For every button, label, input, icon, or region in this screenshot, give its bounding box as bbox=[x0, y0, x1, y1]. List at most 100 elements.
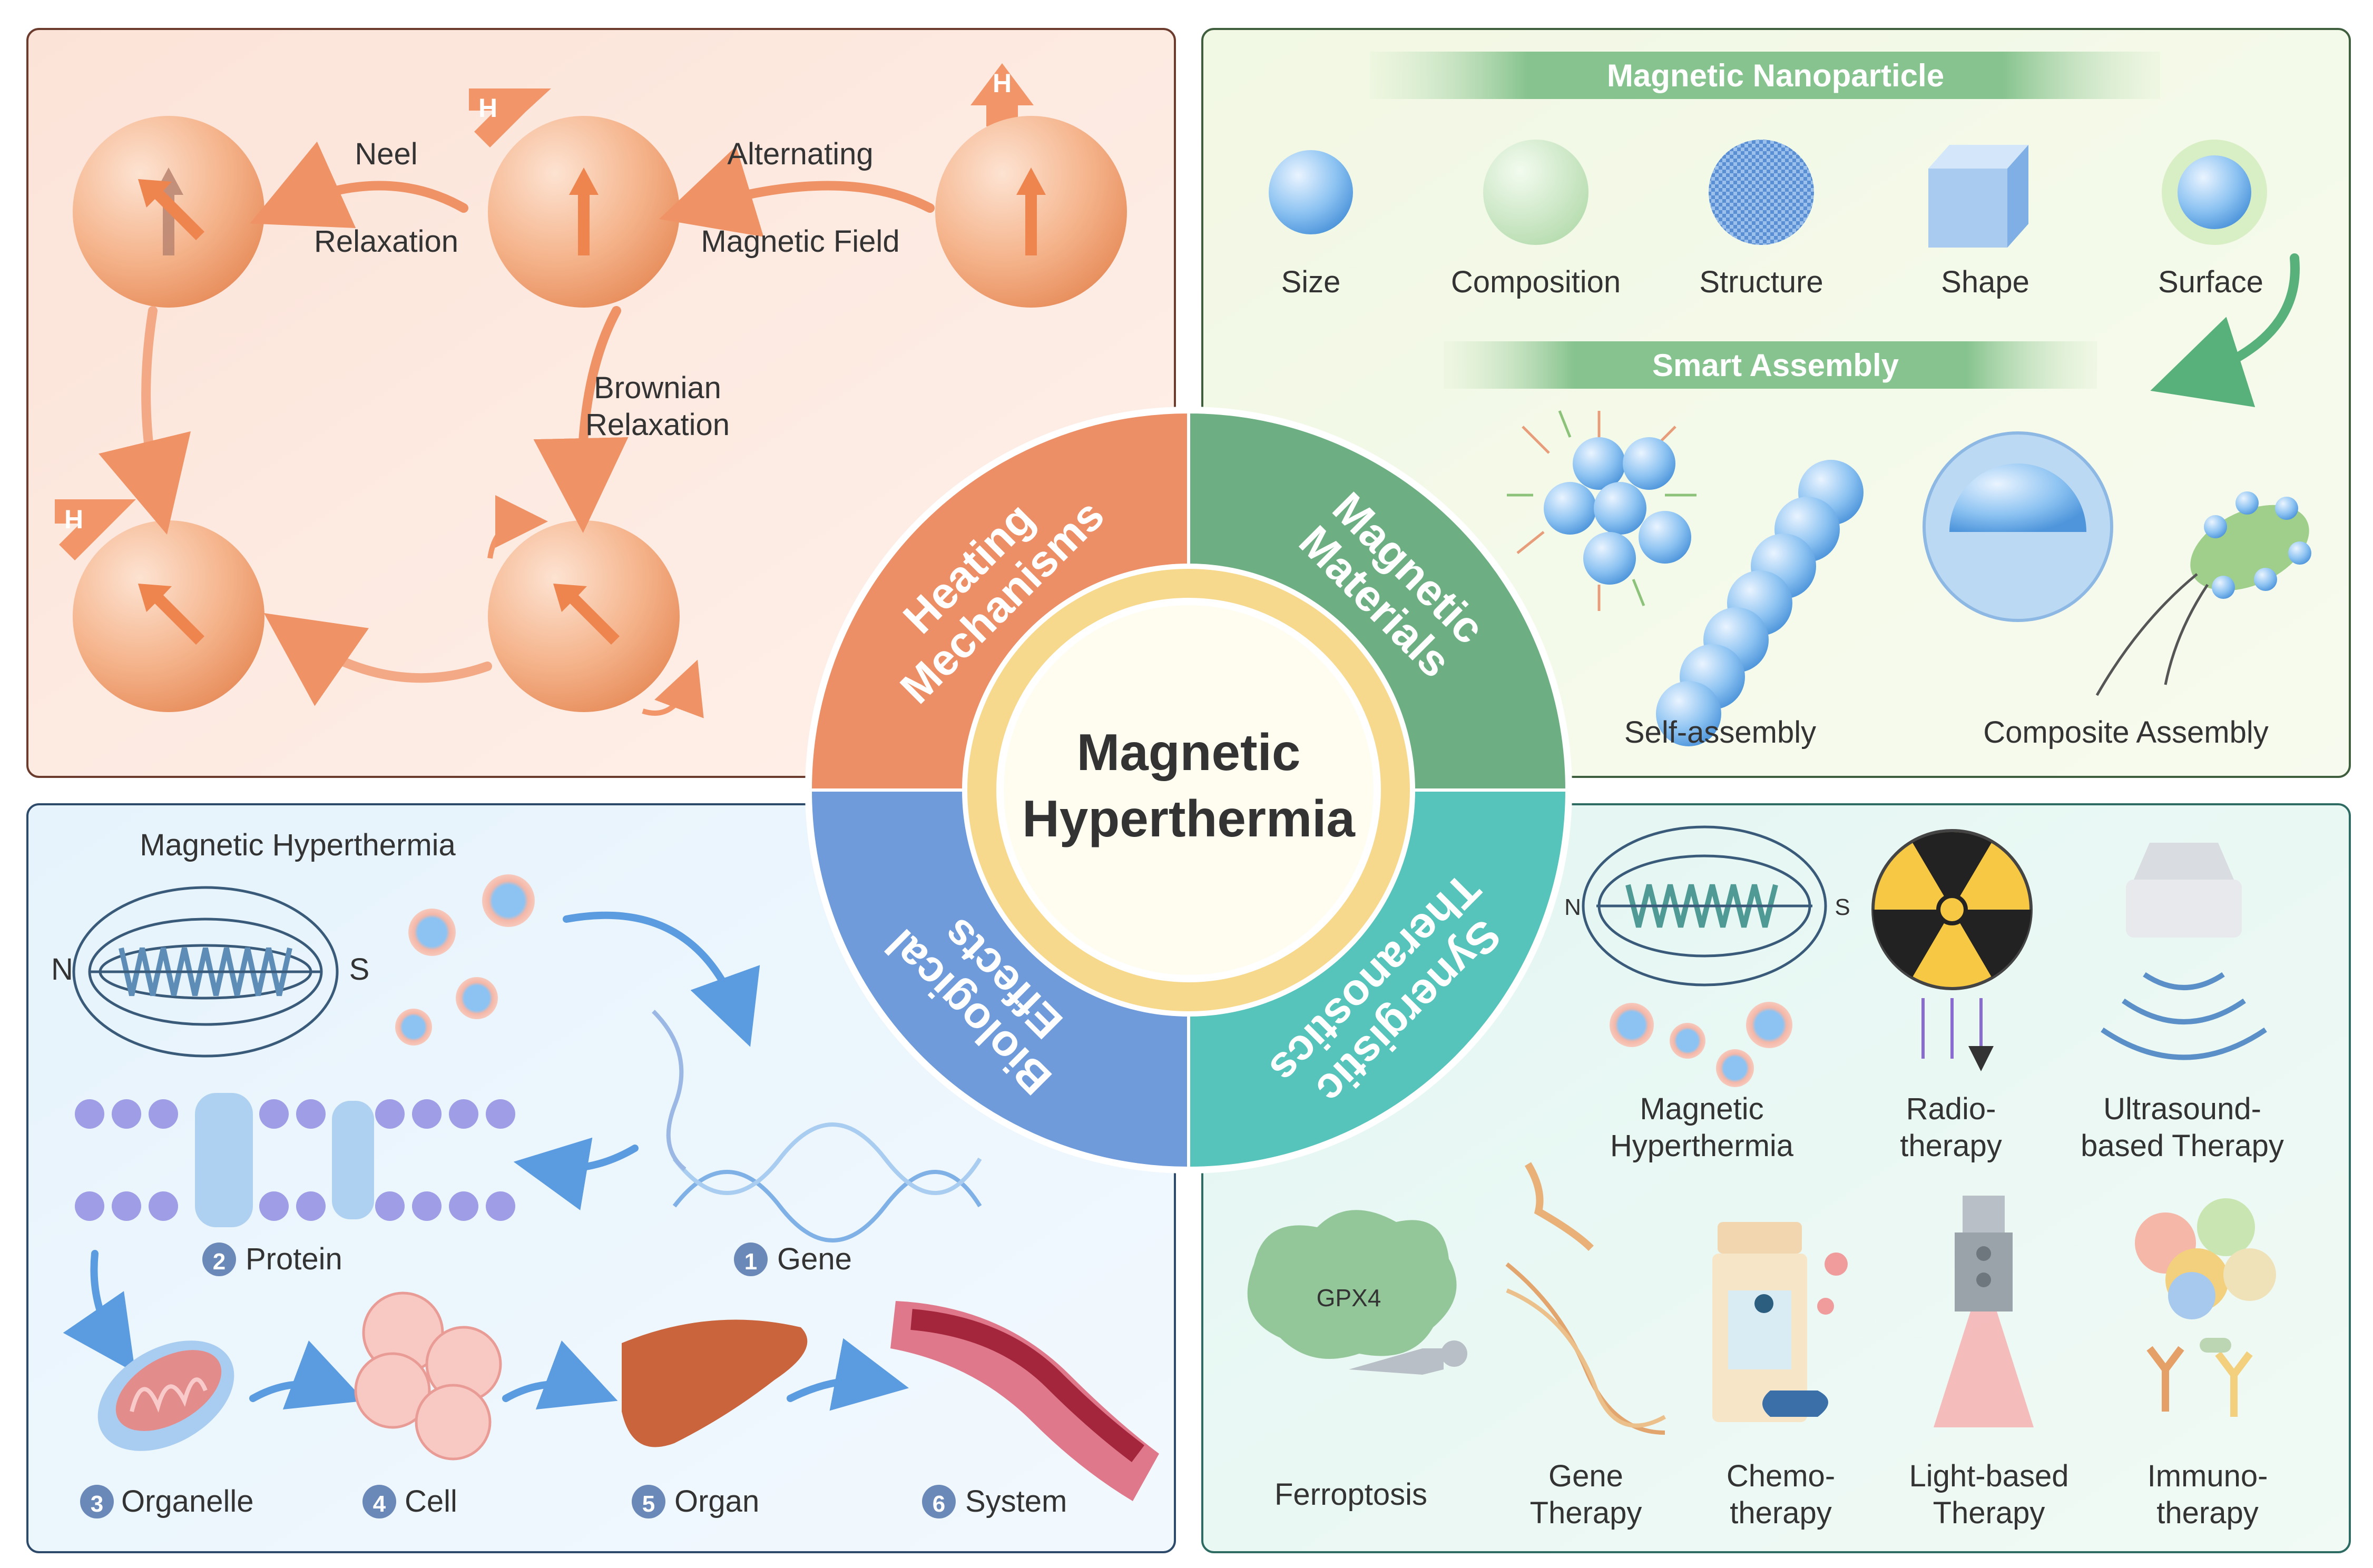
property-composition: Composition bbox=[1451, 265, 1621, 299]
nanoparticle-icon-4 bbox=[395, 1009, 432, 1046]
brownian-relaxation-arrow bbox=[533, 306, 629, 533]
nanoparticle-icon-5 bbox=[1610, 1003, 1654, 1047]
self-assembly-cluster-icon bbox=[1507, 410, 1697, 611]
step-num-cell: 4 bbox=[373, 1491, 386, 1517]
chemo-bottle-icon bbox=[1712, 1222, 1848, 1422]
moment-arrow-diag-icon-2 bbox=[138, 584, 204, 645]
field-letter-top: H bbox=[993, 68, 1012, 98]
therapy-immuno-2: therapy bbox=[2156, 1496, 2258, 1530]
therapy-light-1: Light-based bbox=[1909, 1459, 2068, 1493]
surface-to-assembly-arrow bbox=[2150, 253, 2300, 407]
synergistic-theranostics-illustration: N S Magnetic Hyperthermia Radio- therapy… bbox=[1247, 825, 2284, 1530]
nanoparticle-banner bbox=[1370, 52, 2160, 99]
mitochondrion-icon bbox=[97, 1340, 234, 1451]
step-label-gene: Gene bbox=[777, 1242, 852, 1276]
neel-label: Neel bbox=[355, 137, 417, 171]
therapy-ultrasound-2: based Therapy bbox=[2081, 1129, 2284, 1163]
step-label-system: System bbox=[965, 1484, 1067, 1518]
therapy-radio-2: therapy bbox=[1900, 1129, 2002, 1163]
therapy-light-2: Therapy bbox=[1933, 1496, 2045, 1530]
composition-sphere-icon bbox=[1483, 140, 1588, 245]
field-letter-bottom: H bbox=[64, 505, 83, 534]
assembly-banner-title: Smart Assembly bbox=[1652, 348, 1899, 383]
therapy-ultrasound-1: Ultrasound- bbox=[2103, 1092, 2261, 1126]
nanoparticle-icon bbox=[482, 874, 535, 927]
moment-arrow-up-icon-2 bbox=[569, 167, 599, 255]
membrane-protein-icon bbox=[75, 1093, 515, 1227]
neel-relaxation-label: Relaxation bbox=[314, 224, 458, 259]
bottom-return-arrow bbox=[263, 613, 492, 706]
property-size: Size bbox=[1281, 265, 1341, 299]
moment-arrow-diag-icon bbox=[138, 179, 204, 240]
alternating-field-arrow bbox=[659, 146, 935, 237]
therapy-radio-1: Radio- bbox=[1906, 1092, 1996, 1126]
gpx4-label: GPX4 bbox=[1317, 1284, 1381, 1311]
nanoparticle-icon-3 bbox=[456, 977, 498, 1019]
composite-core-shell-icon bbox=[1923, 431, 2113, 622]
step-num-protein: 2 bbox=[213, 1249, 225, 1275]
step-num-system: 6 bbox=[933, 1491, 945, 1517]
moment-arrow-diag-icon-3 bbox=[553, 584, 620, 645]
protein-to-organelle-arrow bbox=[63, 1250, 135, 1373]
cell-cluster-icon bbox=[354, 1291, 502, 1461]
nanoparticle-icon-6 bbox=[1670, 1023, 1705, 1059]
therapy-immuno-1: Immuno- bbox=[2148, 1459, 2268, 1493]
organelle-to-cell-arrow bbox=[249, 1340, 365, 1410]
assembly-banner bbox=[1444, 341, 2097, 389]
biological-effects-illustration: Magnetic Hyperthermia N S bbox=[51, 828, 1159, 1518]
therapy-ferroptosis: Ferroptosis bbox=[1274, 1477, 1427, 1512]
immune-cells-icon bbox=[2135, 1198, 2276, 1417]
therapy-chemo-2: therapy bbox=[1730, 1496, 1831, 1530]
neel-relaxation-arrow bbox=[250, 141, 468, 229]
magnetic-field-label: Magnetic Field bbox=[701, 224, 899, 259]
step-num-gene: 1 bbox=[744, 1249, 757, 1275]
step-label-organ: Organ bbox=[674, 1484, 759, 1518]
step-label-protein: Protein bbox=[246, 1242, 342, 1276]
dna-helix-icon bbox=[652, 1010, 982, 1242]
h-field-arrow-up-icon bbox=[970, 63, 1034, 126]
property-shape: Shape bbox=[1941, 265, 2029, 299]
self-assembly-chain-icon bbox=[1656, 460, 1864, 746]
nanoparticle-banner-title: Magnetic Nanoparticle bbox=[1607, 58, 1944, 93]
hub-title-line2: Hyperthermia bbox=[1022, 790, 1356, 847]
self-assembly-label: Self-assembly bbox=[1624, 715, 1816, 750]
hub-title-line1: Magnetic bbox=[1077, 723, 1301, 781]
biological-title: Magnetic Hyperthermia bbox=[140, 828, 456, 862]
step-num-organelle: 3 bbox=[91, 1491, 103, 1517]
pole-s-2: S bbox=[1835, 894, 1850, 920]
composite-assembly-label: Composite Assembly bbox=[1983, 715, 2269, 750]
therapy-gene-1: Gene bbox=[1548, 1459, 1623, 1493]
brownian-relaxation-label: Relaxation bbox=[585, 408, 730, 442]
composite-bacteria-icon bbox=[2095, 491, 2311, 696]
nanoparticle-icon-8 bbox=[1746, 1002, 1792, 1048]
size-sphere-icon bbox=[1269, 150, 1353, 234]
gene-therapy-dna-icon bbox=[1505, 1162, 1666, 1435]
pole-n: N bbox=[51, 952, 73, 987]
property-structure: Structure bbox=[1699, 265, 1823, 299]
radiation-icon bbox=[1871, 829, 2033, 1059]
therapy-magnetic-1: Magnetic bbox=[1640, 1092, 1763, 1126]
blood-vessel-lumen bbox=[910, 1309, 1145, 1462]
moment-arrow-up-icon bbox=[1016, 167, 1046, 255]
coil-magnet-icon bbox=[72, 886, 339, 1058]
structure-sphere-icon bbox=[1709, 140, 1814, 245]
particle-to-gene-arrow bbox=[563, 911, 760, 1047]
left-down-arrow bbox=[99, 306, 191, 535]
brownian-label: Brownian bbox=[594, 371, 721, 405]
magnetic-materials-illustration: Magnetic Nanoparticle Size Composition S… bbox=[1269, 52, 2311, 750]
light-device-icon bbox=[1934, 1196, 2034, 1427]
hub-core bbox=[996, 598, 1381, 982]
rotation-arrow-icon bbox=[487, 495, 548, 559]
surface-core-icon bbox=[2178, 155, 2251, 229]
nanoparticle-icon-2 bbox=[408, 909, 456, 956]
alternating-label: Alternating bbox=[727, 137, 873, 171]
organ-to-system-arrow bbox=[787, 1338, 909, 1411]
pole-s: S bbox=[349, 952, 370, 987]
step-badges: 1 2 3 4 5 6 bbox=[80, 1242, 956, 1518]
cell-to-organ-arrow bbox=[502, 1340, 618, 1410]
pole-n-2: N bbox=[1564, 894, 1581, 920]
therapy-magnetic-2: Hyperthermia bbox=[1610, 1129, 1794, 1163]
ultrasound-transducer-icon bbox=[2101, 843, 2267, 1060]
